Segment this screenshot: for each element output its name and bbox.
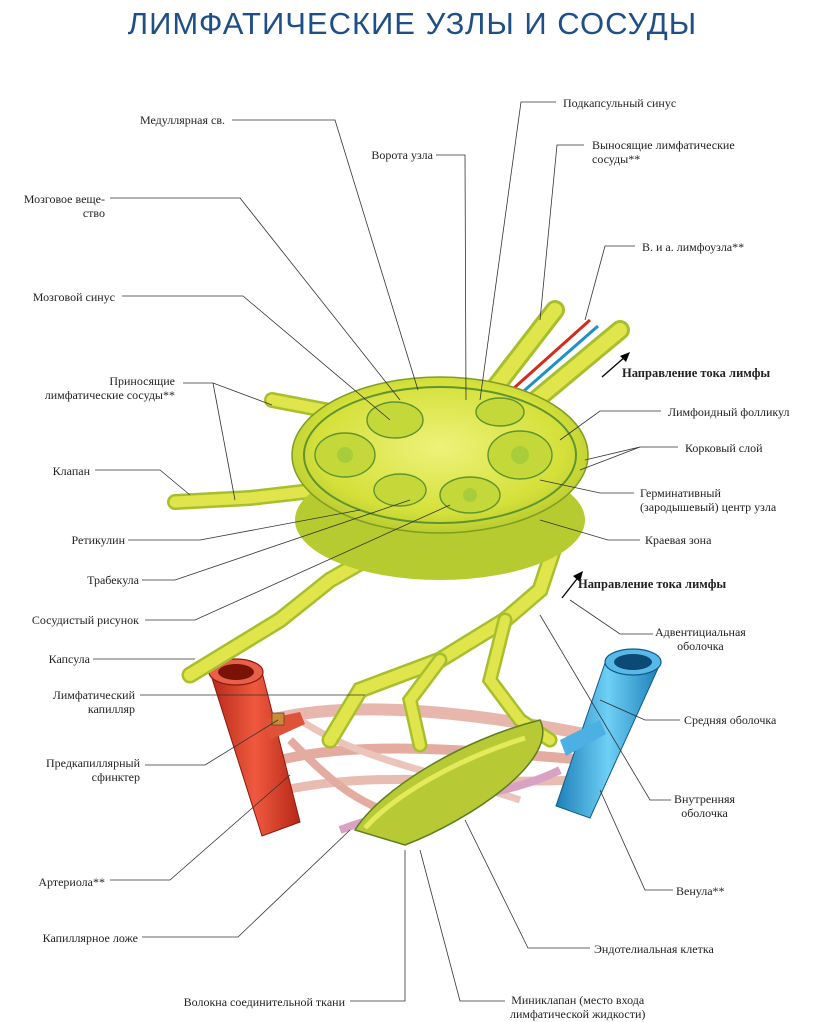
label-efferent-vessels: Выносящие лимфатические сосуды**	[592, 138, 735, 166]
label-medullary-cord: Медуллярная св.	[139, 113, 225, 127]
label-trabecula: Трабекула	[87, 573, 139, 587]
flow-arrow-top	[601, 355, 627, 378]
arteriole	[208, 658, 305, 837]
label-medulla: Мозговое веще- ство	[23, 192, 105, 220]
label-capsule: Капсула	[48, 652, 90, 666]
label-lymph-capillary: Лимфатический капилляр	[52, 688, 135, 716]
venule	[555, 648, 662, 819]
label-germinal-center: Герминативный (зародышевый) центр узла	[640, 486, 777, 514]
label-afferent-vessels: Приносящие лимфатические сосуды**	[44, 374, 175, 402]
leader-lines	[93, 101, 680, 1002]
lymph-node	[291, 376, 589, 580]
label-lymphoid-follicle: Лимфоидный фолликул	[668, 405, 790, 419]
page-title: ЛИМФАТИЧЕСКИЕ УЗЛЫ И СОСУДЫ	[127, 6, 698, 41]
label-node-vessels: В. и а. лимфоузла**	[642, 240, 745, 254]
label-lymph-flow-bottom: Направление тока лимфы	[578, 577, 727, 591]
label-marginal-zone: Краевая зона	[645, 533, 712, 547]
label-cortex: Корковый слой	[685, 441, 763, 455]
lymphatic-capillary-pouch	[353, 719, 544, 846]
label-medullary-sinus: Мозговой синус	[32, 290, 115, 304]
label-minivalve: Миниклапан (место входа лимфатической жи…	[510, 993, 646, 1021]
label-venule: Венула**	[676, 884, 725, 898]
label-lymph-flow-top: Направление тока лимфы	[622, 366, 771, 380]
label-capillary-bed: Капиллярное ложе	[42, 931, 138, 945]
label-adventitia: Адвентициальная оболочка	[655, 625, 746, 653]
label-endothelial-cell: Эндотелиальная клетка	[594, 942, 714, 956]
label-precapillary-sphincter: Предкапиллярный сфинктер	[45, 756, 140, 784]
label-valve: Клапан	[52, 464, 90, 478]
label-intima: Внутренняя оболочка	[674, 792, 736, 820]
label-vascular-pattern: Сосудистый рисунок	[31, 613, 139, 627]
label-hilum: Ворота узла	[371, 148, 433, 162]
label-connective-fibers: Волокна соединительной ткани	[183, 995, 345, 1009]
label-subcapsular-sinus: Подкапсульный синус	[563, 96, 677, 110]
label-reticulin: Ретикулин	[71, 533, 125, 547]
label-media: Средняя оболочка	[684, 713, 777, 727]
precapillary-sphincter	[271, 712, 285, 726]
label-arteriole: Артериола**	[38, 875, 105, 889]
